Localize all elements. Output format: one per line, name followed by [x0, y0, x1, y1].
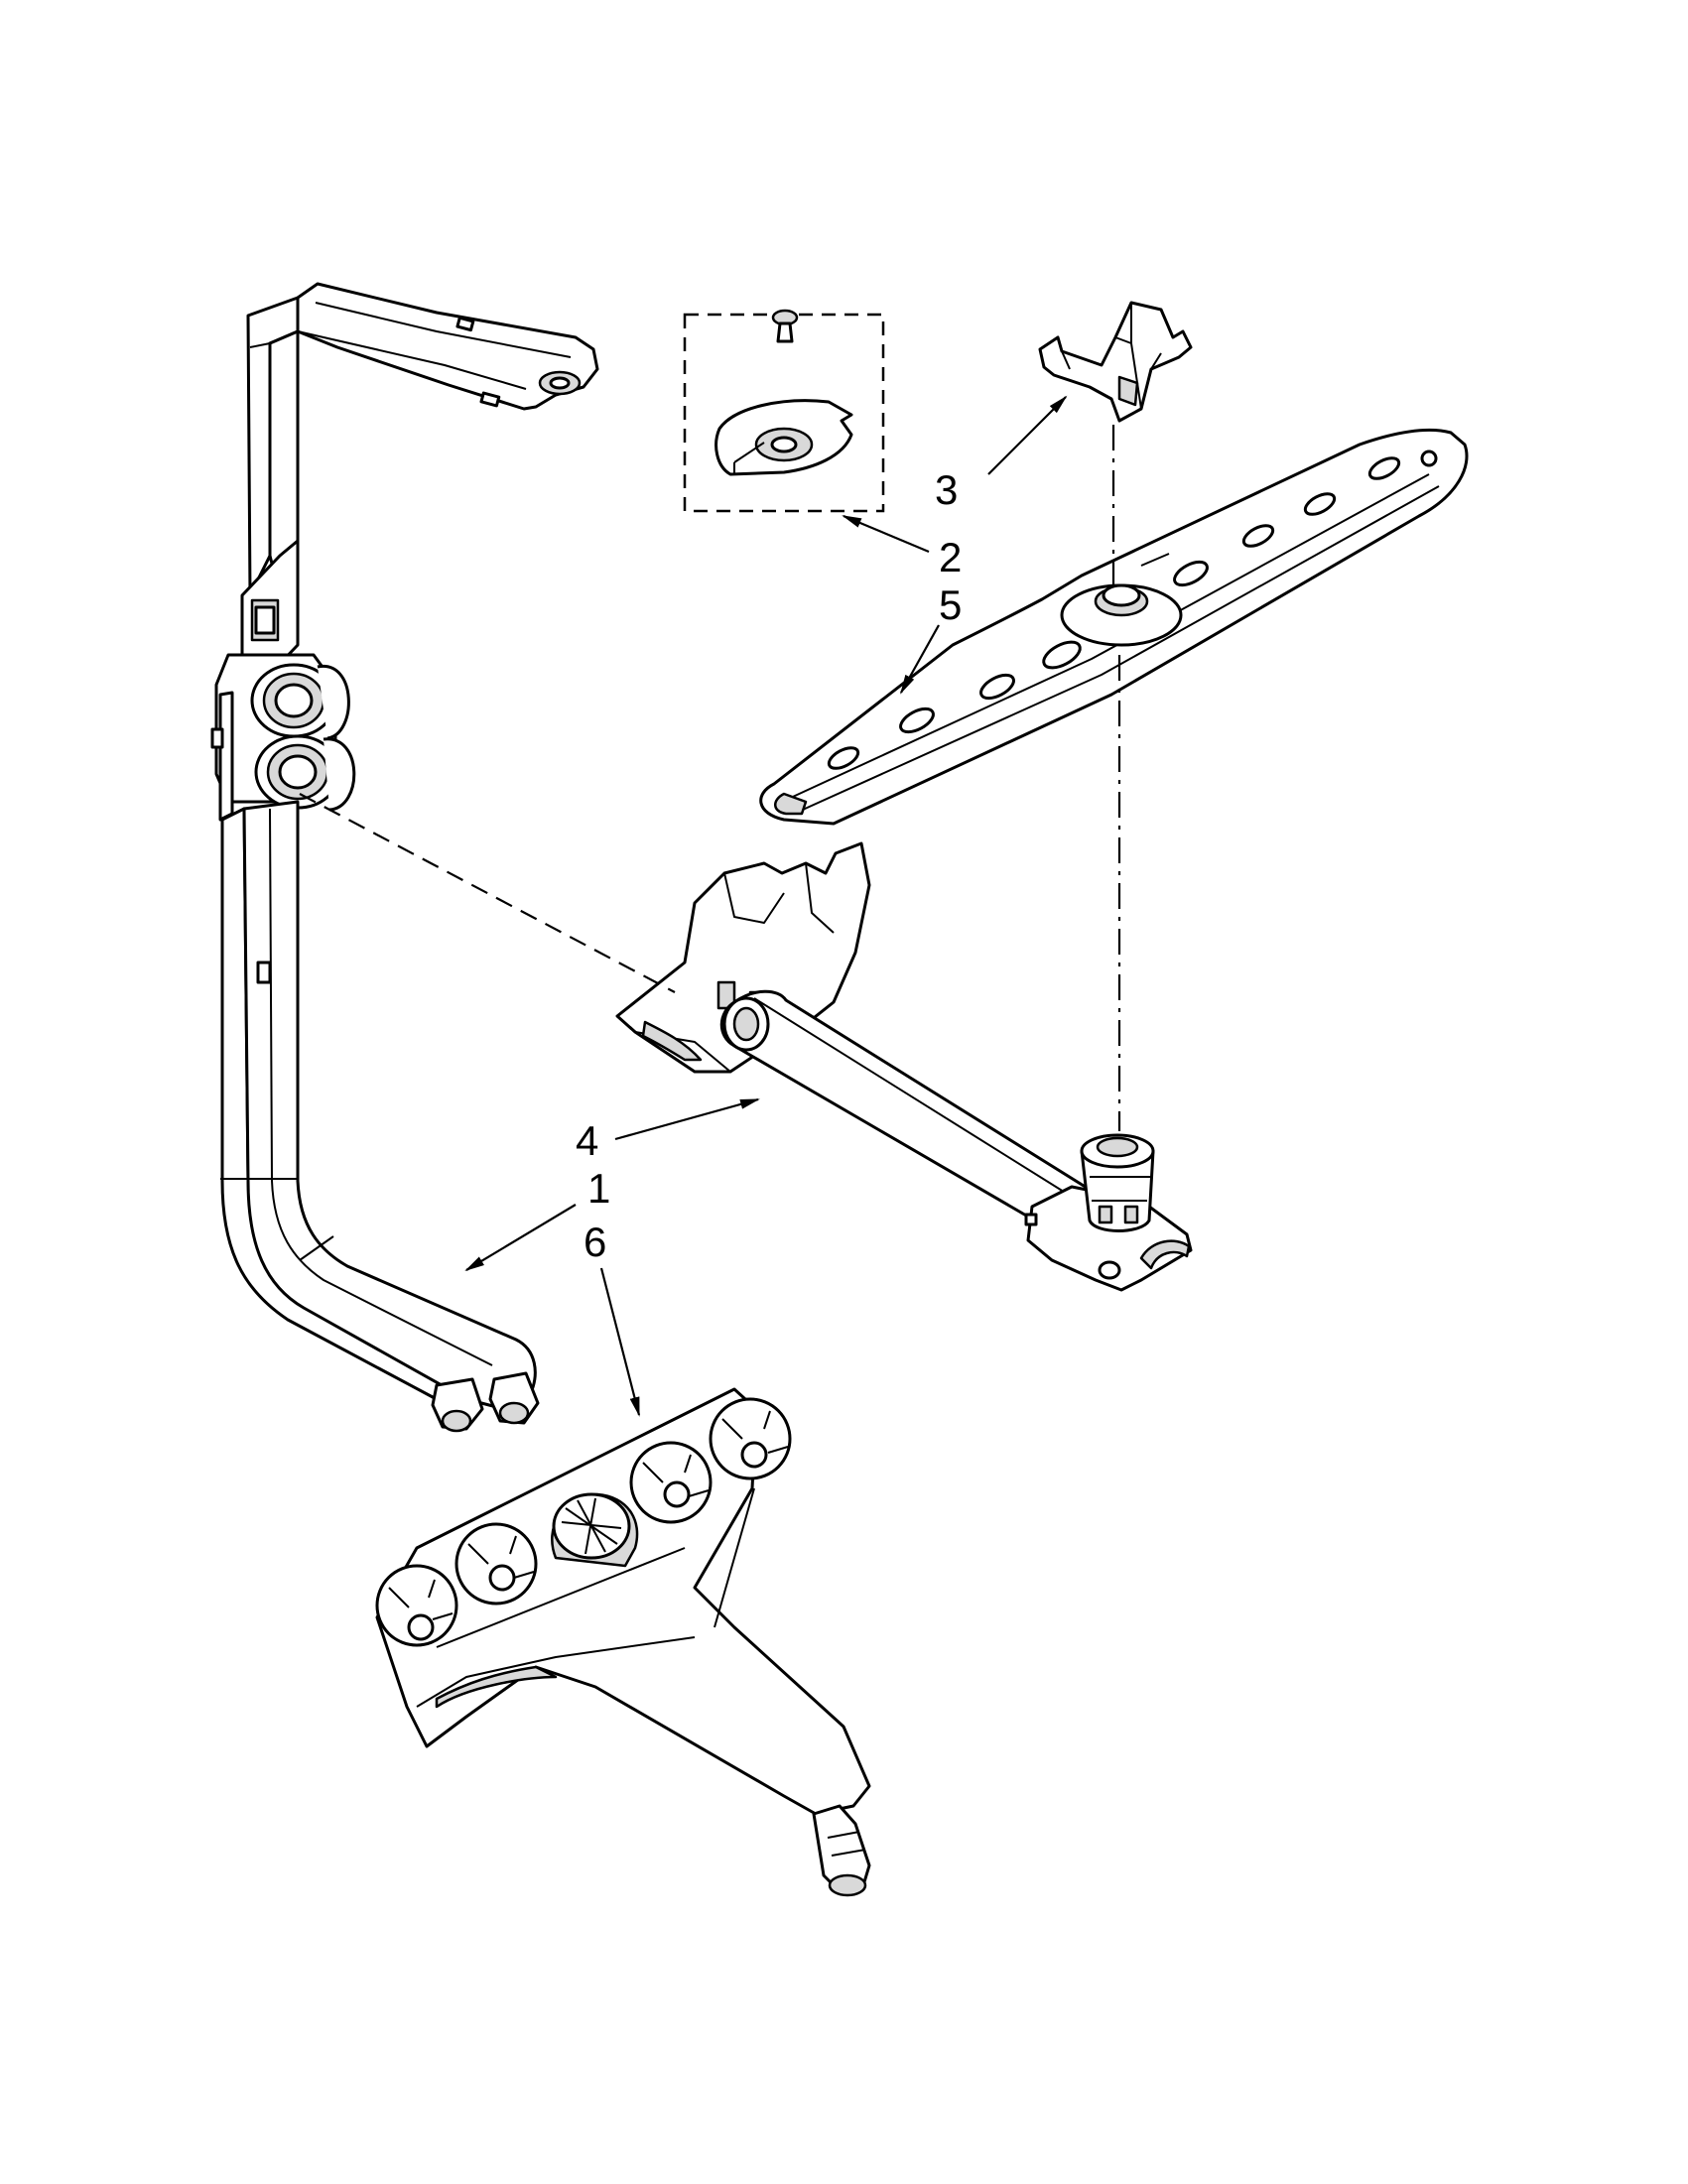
callout-4: 4 — [576, 1117, 598, 1164]
callout-5: 5 — [939, 581, 962, 628]
leader-2 — [842, 514, 930, 554]
callout-2: 2 — [939, 534, 962, 580]
lower-spray-manifold-part — [375, 1387, 871, 1897]
supply-tube-part — [210, 282, 599, 1433]
leader-4 — [614, 1097, 760, 1141]
manifold-tube-part — [615, 841, 1193, 1292]
callout-3: 3 — [935, 466, 958, 513]
upper-spray-arm-part — [759, 428, 1469, 826]
leader-1 — [464, 1204, 577, 1272]
assembly-lines — [299, 425, 1121, 1131]
leader-6 — [599, 1267, 641, 1417]
mounting-clip-part — [1038, 301, 1193, 423]
callout-6: 6 — [584, 1219, 606, 1265]
bearing-kit-part — [683, 309, 885, 513]
leader-lines — [464, 395, 1068, 1417]
leader-5 — [900, 624, 940, 695]
callout-1: 1 — [587, 1165, 610, 1212]
leader-3 — [987, 395, 1068, 475]
callout-labels: 1 2 3 4 5 6 — [576, 466, 962, 1265]
